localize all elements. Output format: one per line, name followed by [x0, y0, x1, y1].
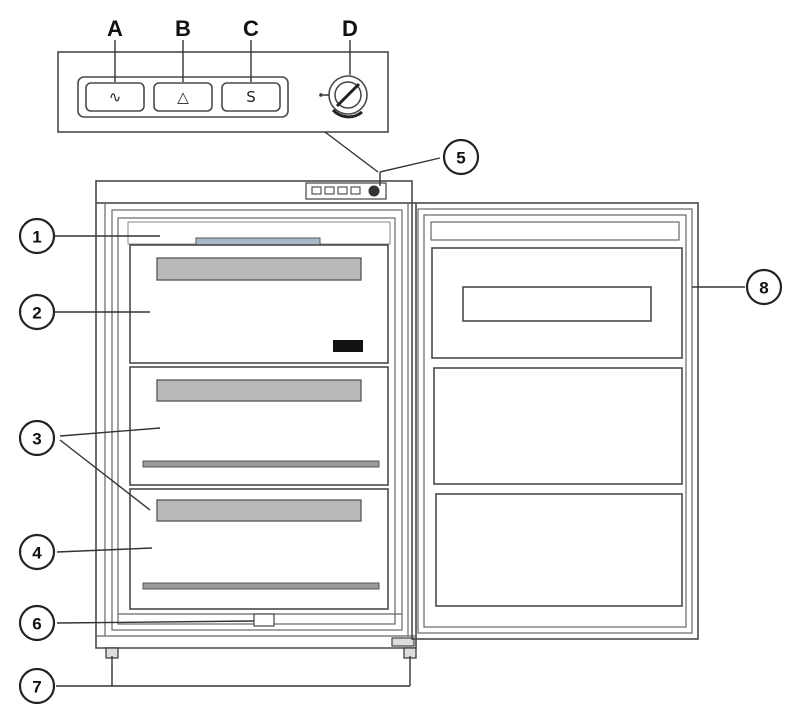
door-panel-1 — [431, 247, 683, 359]
svg-text:3: 3 — [32, 430, 41, 449]
drawer-upper-handle[interactable] — [156, 257, 362, 281]
door-panel-3 — [435, 493, 683, 607]
callout-5: 5 — [442, 138, 480, 176]
door-top-strip — [430, 221, 680, 241]
button-a[interactable]: ∿ — [85, 82, 145, 112]
door-panel-2 — [433, 367, 683, 485]
label-c: C — [243, 16, 259, 41]
leader-lines — [55, 157, 745, 687]
callout-8: 8 — [745, 268, 783, 306]
button-b[interactable]: △ — [153, 82, 213, 112]
freezer-cabinet — [95, 180, 417, 659]
cabinet-top — [95, 180, 413, 204]
drawer-upper-badge — [333, 340, 363, 352]
callout-7: 7 — [18, 667, 56, 705]
drawer-middle[interactable] — [129, 366, 389, 486]
freezer-door[interactable] — [411, 202, 699, 640]
svg-text:8: 8 — [759, 279, 768, 298]
bottom-plinth — [118, 613, 402, 627]
button-a-symbol: ∿ — [109, 88, 122, 106]
thermostat-knob-icon[interactable] — [319, 75, 368, 119]
drawer-upper[interactable] — [129, 244, 389, 364]
svg-text:6: 6 — [32, 615, 41, 634]
label-d: D — [342, 16, 358, 41]
drawer-middle-handle[interactable] — [156, 379, 362, 402]
top-compartment — [127, 221, 391, 246]
button-c-symbol: S — [246, 88, 256, 106]
svg-text:5: 5 — [456, 149, 465, 168]
hinge-bottom — [391, 637, 415, 647]
label-a: A — [107, 16, 123, 41]
control-panel-mini — [305, 182, 387, 200]
button-b-symbol: △ — [177, 88, 189, 106]
freezer-cavity — [111, 209, 403, 631]
drawer-lower[interactable] — [129, 488, 389, 610]
svg-text:1: 1 — [32, 228, 41, 247]
door-label-area — [462, 286, 652, 322]
callout-3: 3 — [18, 419, 56, 457]
callout-4: 4 — [18, 533, 56, 571]
control-panel-frame — [57, 51, 389, 133]
callout-2: 2 — [18, 293, 56, 331]
label-b: B — [175, 16, 191, 41]
callout-1: 1 — [18, 217, 56, 255]
svg-text:4: 4 — [32, 544, 42, 563]
button-c[interactable]: S — [221, 82, 281, 112]
control-panel: ∿ △ S A B C D — [57, 16, 389, 173]
drawer-lower-handle[interactable] — [156, 499, 362, 522]
callout-6: 6 — [18, 604, 56, 642]
svg-text:7: 7 — [32, 678, 41, 697]
svg-text:2: 2 — [32, 304, 41, 323]
